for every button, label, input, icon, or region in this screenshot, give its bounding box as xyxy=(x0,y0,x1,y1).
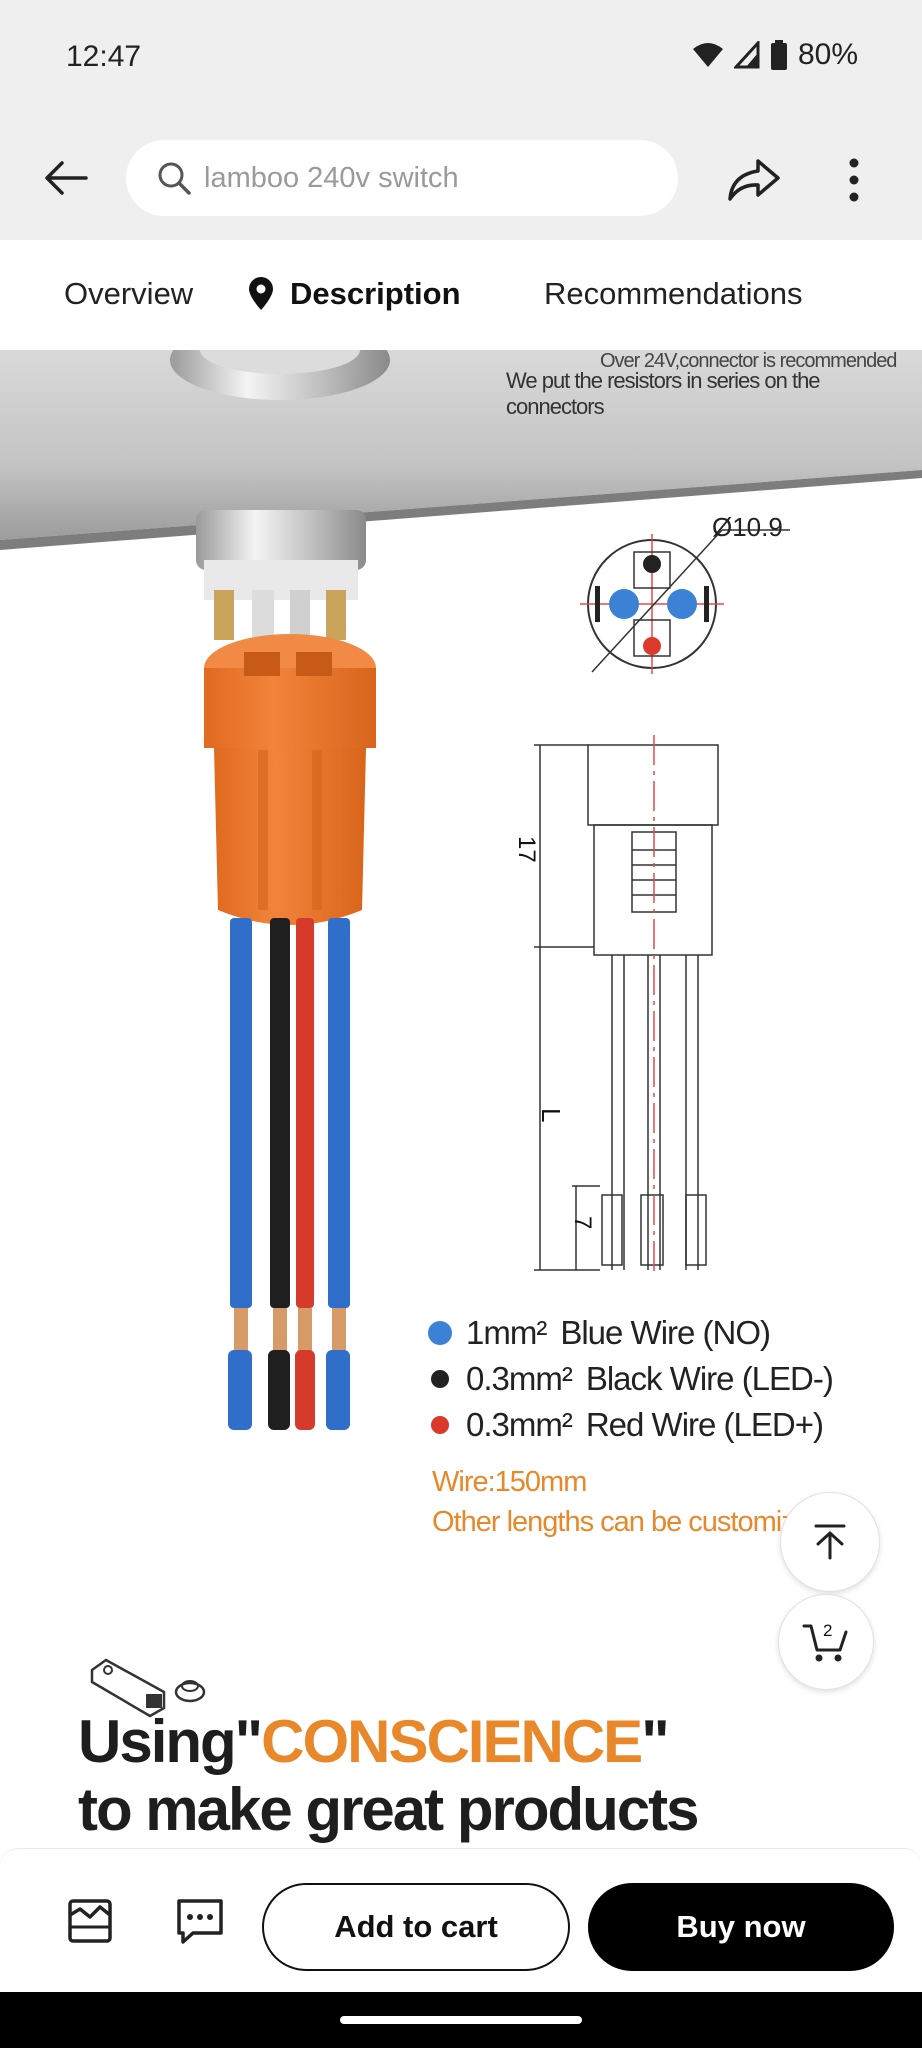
arrow-left-icon xyxy=(45,161,88,195)
slogan-suffix: " xyxy=(641,1708,669,1775)
blue-wire-right xyxy=(328,918,350,1308)
cart-button[interactable]: 2 xyxy=(778,1594,874,1690)
legend-row-red: 0.3mm² Red Wire (LED+) xyxy=(428,1402,833,1448)
back-button[interactable] xyxy=(38,150,94,206)
tab-recommendations-label: Recommendations xyxy=(544,276,803,311)
location-pin-icon xyxy=(249,277,273,310)
tab-overview-label: Overview xyxy=(64,276,194,311)
store-button[interactable] xyxy=(60,1891,120,1951)
buy-now-button[interactable]: Buy now xyxy=(588,1883,894,1971)
resistor-note: We put the resistors in series on the co… xyxy=(506,368,821,419)
tab-description[interactable]: Description xyxy=(246,276,461,312)
wifi-icon xyxy=(692,43,723,67)
status-icons: 80% xyxy=(692,38,858,72)
dimension-drawing xyxy=(534,744,719,1271)
legend-row-blue: 1mm² Blue Wire (NO) xyxy=(428,1310,833,1356)
custom-length-note: Other lengths can be customized xyxy=(432,1506,826,1538)
slogan-prefix: Using" xyxy=(78,1708,263,1775)
more-options-button[interactable] xyxy=(834,150,874,210)
legend-label: Red Wire (LED+) xyxy=(585,1406,824,1443)
share-button[interactable] xyxy=(724,150,784,210)
search-input[interactable] xyxy=(204,161,664,195)
slogan-line-2: to make great products xyxy=(78,1776,699,1843)
bottom-action-bar: Add to cart Buy now xyxy=(0,1848,922,1992)
search-header xyxy=(0,118,922,240)
slogan-line-1: Using"CONSCIENCE" xyxy=(78,1708,698,1776)
slogan-headline: Using"CONSCIENCE" to make great products xyxy=(78,1708,699,1844)
legend-size: 0.3mm² xyxy=(466,1406,573,1443)
red-wire xyxy=(296,918,314,1308)
tab-description-label: Description xyxy=(290,276,461,311)
black-dot xyxy=(431,1370,449,1388)
scroll-to-top-button[interactable] xyxy=(780,1492,880,1592)
system-nav-bar xyxy=(0,1992,922,2048)
connector-note: Over 24V,connector is recommended xyxy=(600,350,897,372)
slogan-accent: CONSCIENCE xyxy=(261,1708,643,1775)
share-icon xyxy=(728,159,780,201)
search-box[interactable] xyxy=(126,140,678,216)
add-to-cart-button[interactable]: Add to cart xyxy=(262,1883,570,1971)
dimension-l-label: L xyxy=(536,1108,566,1123)
cart-icon xyxy=(802,1624,848,1662)
legend-row-black: 0.3mm² Black Wire (LED-) xyxy=(428,1356,834,1402)
battery-percent: 80% xyxy=(797,38,858,71)
product-description-image: Over 24V,connector is recommended We put… xyxy=(0,350,922,1850)
battery-icon xyxy=(770,40,787,70)
pin-diagram xyxy=(580,529,790,674)
legend-label: Black Wire (LED-) xyxy=(585,1360,834,1397)
status-time: 12:47 xyxy=(66,40,142,73)
metal-plate xyxy=(0,350,922,540)
arrow-up-to-top-icon xyxy=(814,1524,846,1560)
section-tabs: Overview Description Recommendations xyxy=(0,240,922,350)
wire-legend: 1mm² Blue Wire (NO) 0.3mm² Black Wire (L… xyxy=(428,1310,834,1448)
blue-dot xyxy=(428,1321,452,1345)
home-indicator[interactable] xyxy=(340,2016,582,2024)
search-icon xyxy=(158,162,191,195)
product-illustration xyxy=(0,350,922,1430)
diameter-label: Ø10.9 xyxy=(712,512,783,542)
dimension-17-label: 17 xyxy=(513,836,540,863)
red-dot xyxy=(431,1416,449,1434)
terminal-parts-icon xyxy=(90,1658,206,1718)
dimension-7-label: 7 xyxy=(569,1216,596,1230)
wire-length-note: Wire:150mm Other lengths can be customiz… xyxy=(432,1462,826,1542)
more-vertical-icon xyxy=(849,158,859,202)
legend-size: 1mm² xyxy=(466,1314,547,1351)
black-wire xyxy=(270,918,290,1308)
chat-button[interactable] xyxy=(170,1891,230,1951)
legend-size: 0.3mm² xyxy=(466,1360,573,1397)
tab-overview[interactable]: Overview xyxy=(64,276,193,312)
status-bar: 12:47 80% xyxy=(0,0,922,118)
cart-count-badge: 2 xyxy=(823,1621,833,1640)
chat-icon xyxy=(177,1899,223,1944)
tab-recommendations[interactable]: Recommendations xyxy=(544,276,802,312)
cellular-signal-icon xyxy=(733,41,760,69)
wire-length: Wire:150mm xyxy=(432,1466,587,1498)
store-icon xyxy=(68,1899,112,1943)
legend-label: Blue Wire (NO) xyxy=(560,1314,771,1351)
blue-wire-left xyxy=(230,918,252,1308)
